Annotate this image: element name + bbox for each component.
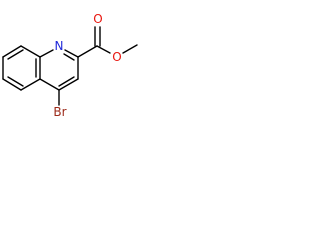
bond-c3-c4-inner — [58, 76, 75, 87]
ester-oxygen-label: O — [112, 50, 121, 64]
bond-c8a-n — [39, 49, 54, 58]
structure-diagram: N O O Br — [2, 12, 138, 119]
bond-n-c2-inner — [63, 53, 75, 61]
bond-c3-c4 — [58, 78, 79, 91]
bond-c7-c8-inner — [7, 76, 24, 87]
bond-lines — [2, 26, 138, 106]
bond-c7-c8 — [2, 78, 22, 91]
bond-c4-c4a — [39, 78, 60, 91]
bond-c6-c6-inner — [7, 49, 24, 60]
bond-ester-o-methyl — [122, 44, 138, 54]
bond-carbonyl-carbon-ester-o — [96, 45, 111, 54]
nitrogen-label: N — [55, 39, 64, 53]
bond-c4a-c5 — [20, 45, 41, 58]
bond-c5-c6 — [2, 45, 22, 58]
bromine-label: Br — [53, 105, 66, 119]
bond-c8-c8a — [20, 78, 41, 91]
bond-c2-carbonyl-carbon — [77, 45, 98, 58]
bond-n-c2 — [64, 49, 79, 58]
carbonyl-oxygen-label: O — [93, 12, 102, 26]
